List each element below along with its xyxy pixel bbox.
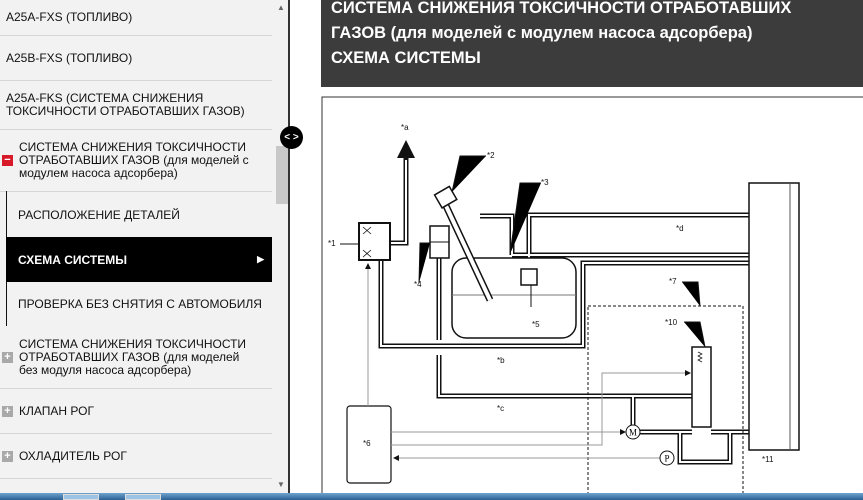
taskbar-button[interactable] bbox=[63, 494, 99, 500]
sidebar-item-label: A25A-FXS (ТОПЛИВО) bbox=[6, 10, 133, 24]
sidebar-item-label: КЛАПАН РОГ bbox=[19, 403, 94, 418]
component-11 bbox=[748, 182, 800, 451]
sidebar-item-label: СХЕМА СИСТЕМЫ bbox=[18, 252, 127, 267]
scroll-down-icon[interactable]: ▼ bbox=[277, 480, 285, 489]
sidebar-item-label: A25A-FKS (СИСТЕМА СНИЖЕНИЯ ТОКСИЧНОСТИ О… bbox=[6, 91, 245, 118]
label-7: *7 bbox=[669, 277, 677, 286]
sidebar-subitem-on-vehicle-inspection[interactable]: ПРОВЕРКА БЕЗ СНЯТИЯ С АВТОМОБИЛЯ bbox=[6, 282, 272, 326]
component-5 bbox=[520, 268, 538, 286]
label-2: *2 bbox=[487, 151, 495, 160]
expand-icon[interactable]: + bbox=[2, 351, 13, 363]
sidebar-item-label: СИСТЕМА СНИЖЕНИЯ ТОКСИЧНОСТИ ОТРАБОТАВШИ… bbox=[19, 336, 247, 377]
sidebar-item-a25a-fks-emission[interactable]: A25A-FKS (СИСТЕМА СНИЖЕНИЯ ТОКСИЧНОСТИ О… bbox=[0, 81, 272, 130]
sidebar-item-emission-with-pump[interactable]: −СИСТЕМА СНИЖЕНИЯ ТОКСИЧНОСТИ ОТРАБОТАВШ… bbox=[0, 130, 272, 192]
expand-icon[interactable]: + bbox=[2, 405, 13, 417]
diagram-labels: *a *1 *2 *3 *4 *5 *6 *7 *10 *11 *b *c *d bbox=[328, 123, 774, 464]
title-line-3: СХЕМА СИСТЕМЫ bbox=[331, 49, 481, 67]
sidebar-subitem-system-diagram[interactable]: СХЕМА СИСТЕМЫ ▶ bbox=[6, 237, 272, 282]
label-c: *c bbox=[497, 404, 504, 413]
valve-10 bbox=[691, 346, 712, 428]
chevron-right-icon: ▶ bbox=[257, 254, 264, 264]
sidebar-item-label: РАСПОЛОЖЕНИЕ ДЕТАЛЕЙ bbox=[18, 207, 180, 222]
sidebar-subitem-parts-location[interactable]: РАСПОЛОЖЕНИЕ ДЕТАЛЕЙ bbox=[6, 192, 272, 237]
sidebar-toggle-button[interactable]: < > bbox=[280, 126, 303, 149]
label-1: *1 bbox=[328, 239, 336, 248]
taskbar bbox=[0, 493, 863, 500]
title-line-2: ГАЗОВ (для моделей с модулем насоса адсо… bbox=[331, 24, 753, 42]
label-6: *6 bbox=[363, 439, 371, 448]
sidebar-item-label: ПРОВЕРКА БЕЗ СНЯТИЯ С АВТОМОБИЛЯ bbox=[18, 297, 262, 311]
sidebar-item-egr-cooler[interactable]: + ОХЛАДИТЕЛЬ РОГ bbox=[0, 434, 272, 479]
sidebar-nav: A25A-FXS (ТОПЛИВО) A25B-FXS (ТОПЛИВО) A2… bbox=[0, 0, 290, 493]
sidebar-item-emission-without-pump[interactable]: + СИСТЕМА СНИЖЕНИЯ ТОКСИЧНОСТИ ОТРАБОТАВШ… bbox=[0, 326, 272, 389]
label-11: *11 bbox=[762, 455, 774, 464]
motor-label: M bbox=[629, 428, 637, 438]
label-10: *10 bbox=[665, 318, 678, 327]
scrollbar-thumb[interactable] bbox=[276, 146, 288, 204]
fuel-tank bbox=[451, 257, 577, 339]
scroll-up-icon[interactable]: ▲ bbox=[277, 3, 285, 12]
pressure-sensor-icon bbox=[659, 450, 675, 466]
label-b: *b bbox=[497, 356, 505, 365]
motor-icon bbox=[625, 424, 641, 440]
label-a: *a bbox=[401, 123, 409, 132]
page-title: СИСТЕМА СНИЖЕНИЯ ТОКСИЧНОСТИ ОТРАБОТАВШИ… bbox=[321, 0, 863, 87]
label-d: *d bbox=[676, 224, 684, 233]
component-1 bbox=[358, 222, 391, 261]
title-line-1: СИСТЕМА СНИЖЕНИЯ ТОКСИЧНОСТИ ОТРАБОТАВШИ… bbox=[331, 0, 792, 17]
label-4: *4 bbox=[414, 280, 422, 289]
sidebar-item-a25b-fxs-fuel[interactable]: A25B-FXS (ТОПЛИВО) bbox=[0, 36, 272, 81]
filler-cap bbox=[433, 185, 458, 209]
label-5: *5 bbox=[532, 320, 540, 329]
sidebar-item-label: ОХЛАДИТЕЛЬ РОГ bbox=[19, 448, 127, 463]
taskbar-button[interactable] bbox=[125, 494, 161, 500]
sidebar-item-egr-valve[interactable]: + КЛАПАН РОГ bbox=[0, 389, 272, 434]
pressure-label: P bbox=[664, 454, 669, 464]
expand-icon[interactable]: + bbox=[2, 450, 13, 462]
sidebar-item-label: СИСТЕМА СНИЖЕНИЯ ТОКСИЧНОСТИ ОТРАБОТАВШИ… bbox=[19, 140, 249, 180]
pump-module-7 bbox=[587, 305, 744, 499]
label-3: *3 bbox=[541, 178, 549, 187]
sidebar-item-a25a-fxs-fuel[interactable]: A25A-FXS (ТОПЛИВО) bbox=[0, 0, 272, 36]
sidebar-item-label: A25B-FXS (ТОПЛИВО) bbox=[6, 50, 133, 65]
collapse-icon[interactable]: − bbox=[2, 155, 13, 166]
